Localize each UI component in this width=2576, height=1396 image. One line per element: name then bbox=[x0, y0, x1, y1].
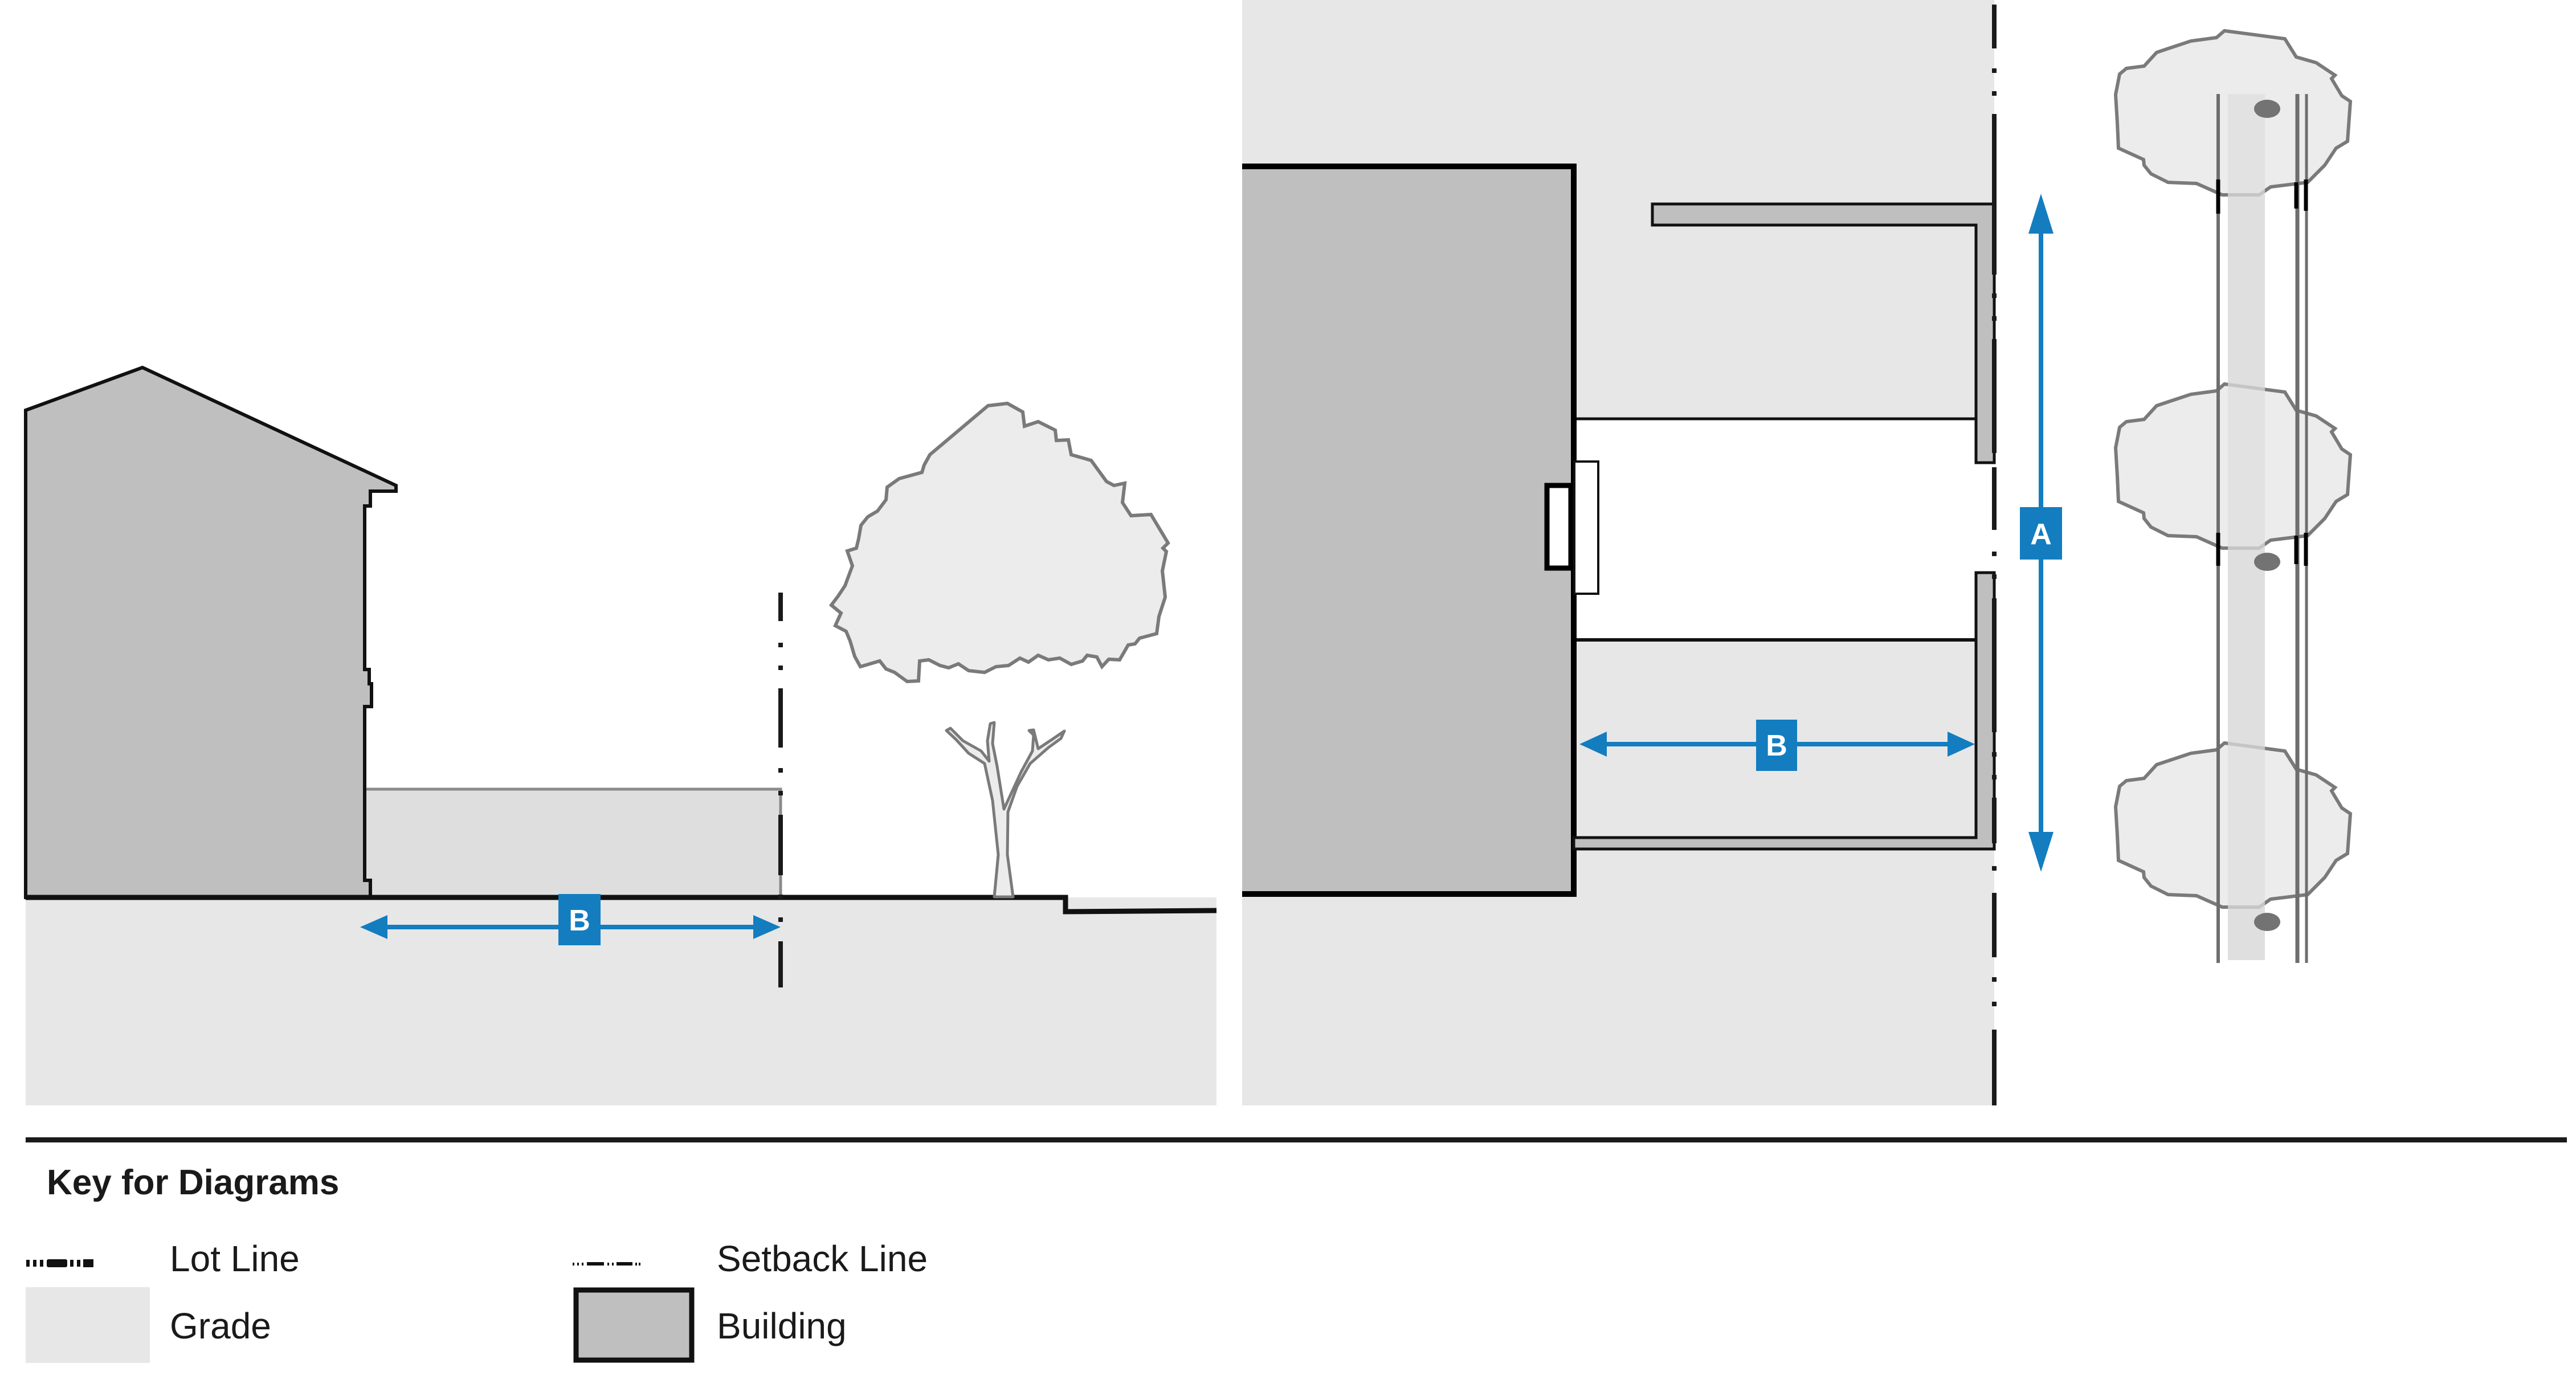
plan-dim-a-badge bbox=[2020, 507, 2062, 560]
key-building-swatch bbox=[573, 1287, 695, 1363]
tree-trunk bbox=[945, 721, 1066, 899]
key-setback-line-symbol bbox=[573, 1262, 640, 1266]
section-dim-b-badge bbox=[558, 894, 601, 945]
key-label-building: Building bbox=[717, 1305, 847, 1346]
plan-courtyard bbox=[1573, 419, 1994, 640]
plan-dimension-b: B bbox=[1579, 720, 1975, 771]
section-yard-grade bbox=[363, 787, 782, 899]
plan-dim-a-arrow-up bbox=[2028, 194, 2054, 234]
plan-door-recess bbox=[1544, 483, 1574, 571]
key-divider bbox=[26, 1137, 2567, 1142]
plan-dim-b-label: B bbox=[1766, 729, 1787, 762]
tree-trunk-1 bbox=[2254, 100, 2280, 118]
plan-dim-b-arrow-left bbox=[1579, 732, 1607, 757]
plan-dim-b-arrow-right bbox=[1948, 732, 1975, 757]
section-view: B bbox=[24, 365, 1217, 1105]
section-building bbox=[24, 365, 398, 899]
section-tree bbox=[828, 401, 1170, 899]
section-dim-b-label: B bbox=[569, 904, 590, 937]
plan-view: B A bbox=[1242, 0, 2062, 1105]
section-grade bbox=[26, 897, 1216, 1105]
key-grade-swatch bbox=[26, 1287, 150, 1363]
plan-dim-b-badge bbox=[1756, 720, 1797, 771]
plan-dim-a-arrow-down bbox=[2028, 832, 2054, 872]
plan-door-step bbox=[1573, 460, 1599, 595]
tree-row-plan bbox=[2116, 31, 2350, 963]
key-lot-line-symbol bbox=[26, 1259, 93, 1267]
tree-trunk-3 bbox=[2254, 913, 2280, 931]
tree-canopy bbox=[828, 401, 1170, 684]
section-dim-b-arrow-right bbox=[753, 915, 781, 939]
key-title: Key for Diagrams bbox=[47, 1163, 340, 1202]
key-label-lot-line: Lot Line bbox=[170, 1238, 300, 1279]
plan-dim-a-label: A bbox=[2030, 518, 2052, 551]
key-label-grade: Grade bbox=[170, 1305, 271, 1346]
plan-lower-wing bbox=[1572, 571, 1996, 851]
section-ground-line bbox=[26, 895, 1217, 915]
tree-trunk-2 bbox=[2254, 553, 2280, 571]
plan-dimension-a: A bbox=[2020, 194, 2062, 872]
section-dimension-b: B bbox=[360, 894, 781, 945]
section-dim-b-arrow-left bbox=[360, 915, 387, 939]
plan-building bbox=[1242, 166, 1574, 894]
key-label-setback-line: Setback Line bbox=[717, 1238, 928, 1279]
